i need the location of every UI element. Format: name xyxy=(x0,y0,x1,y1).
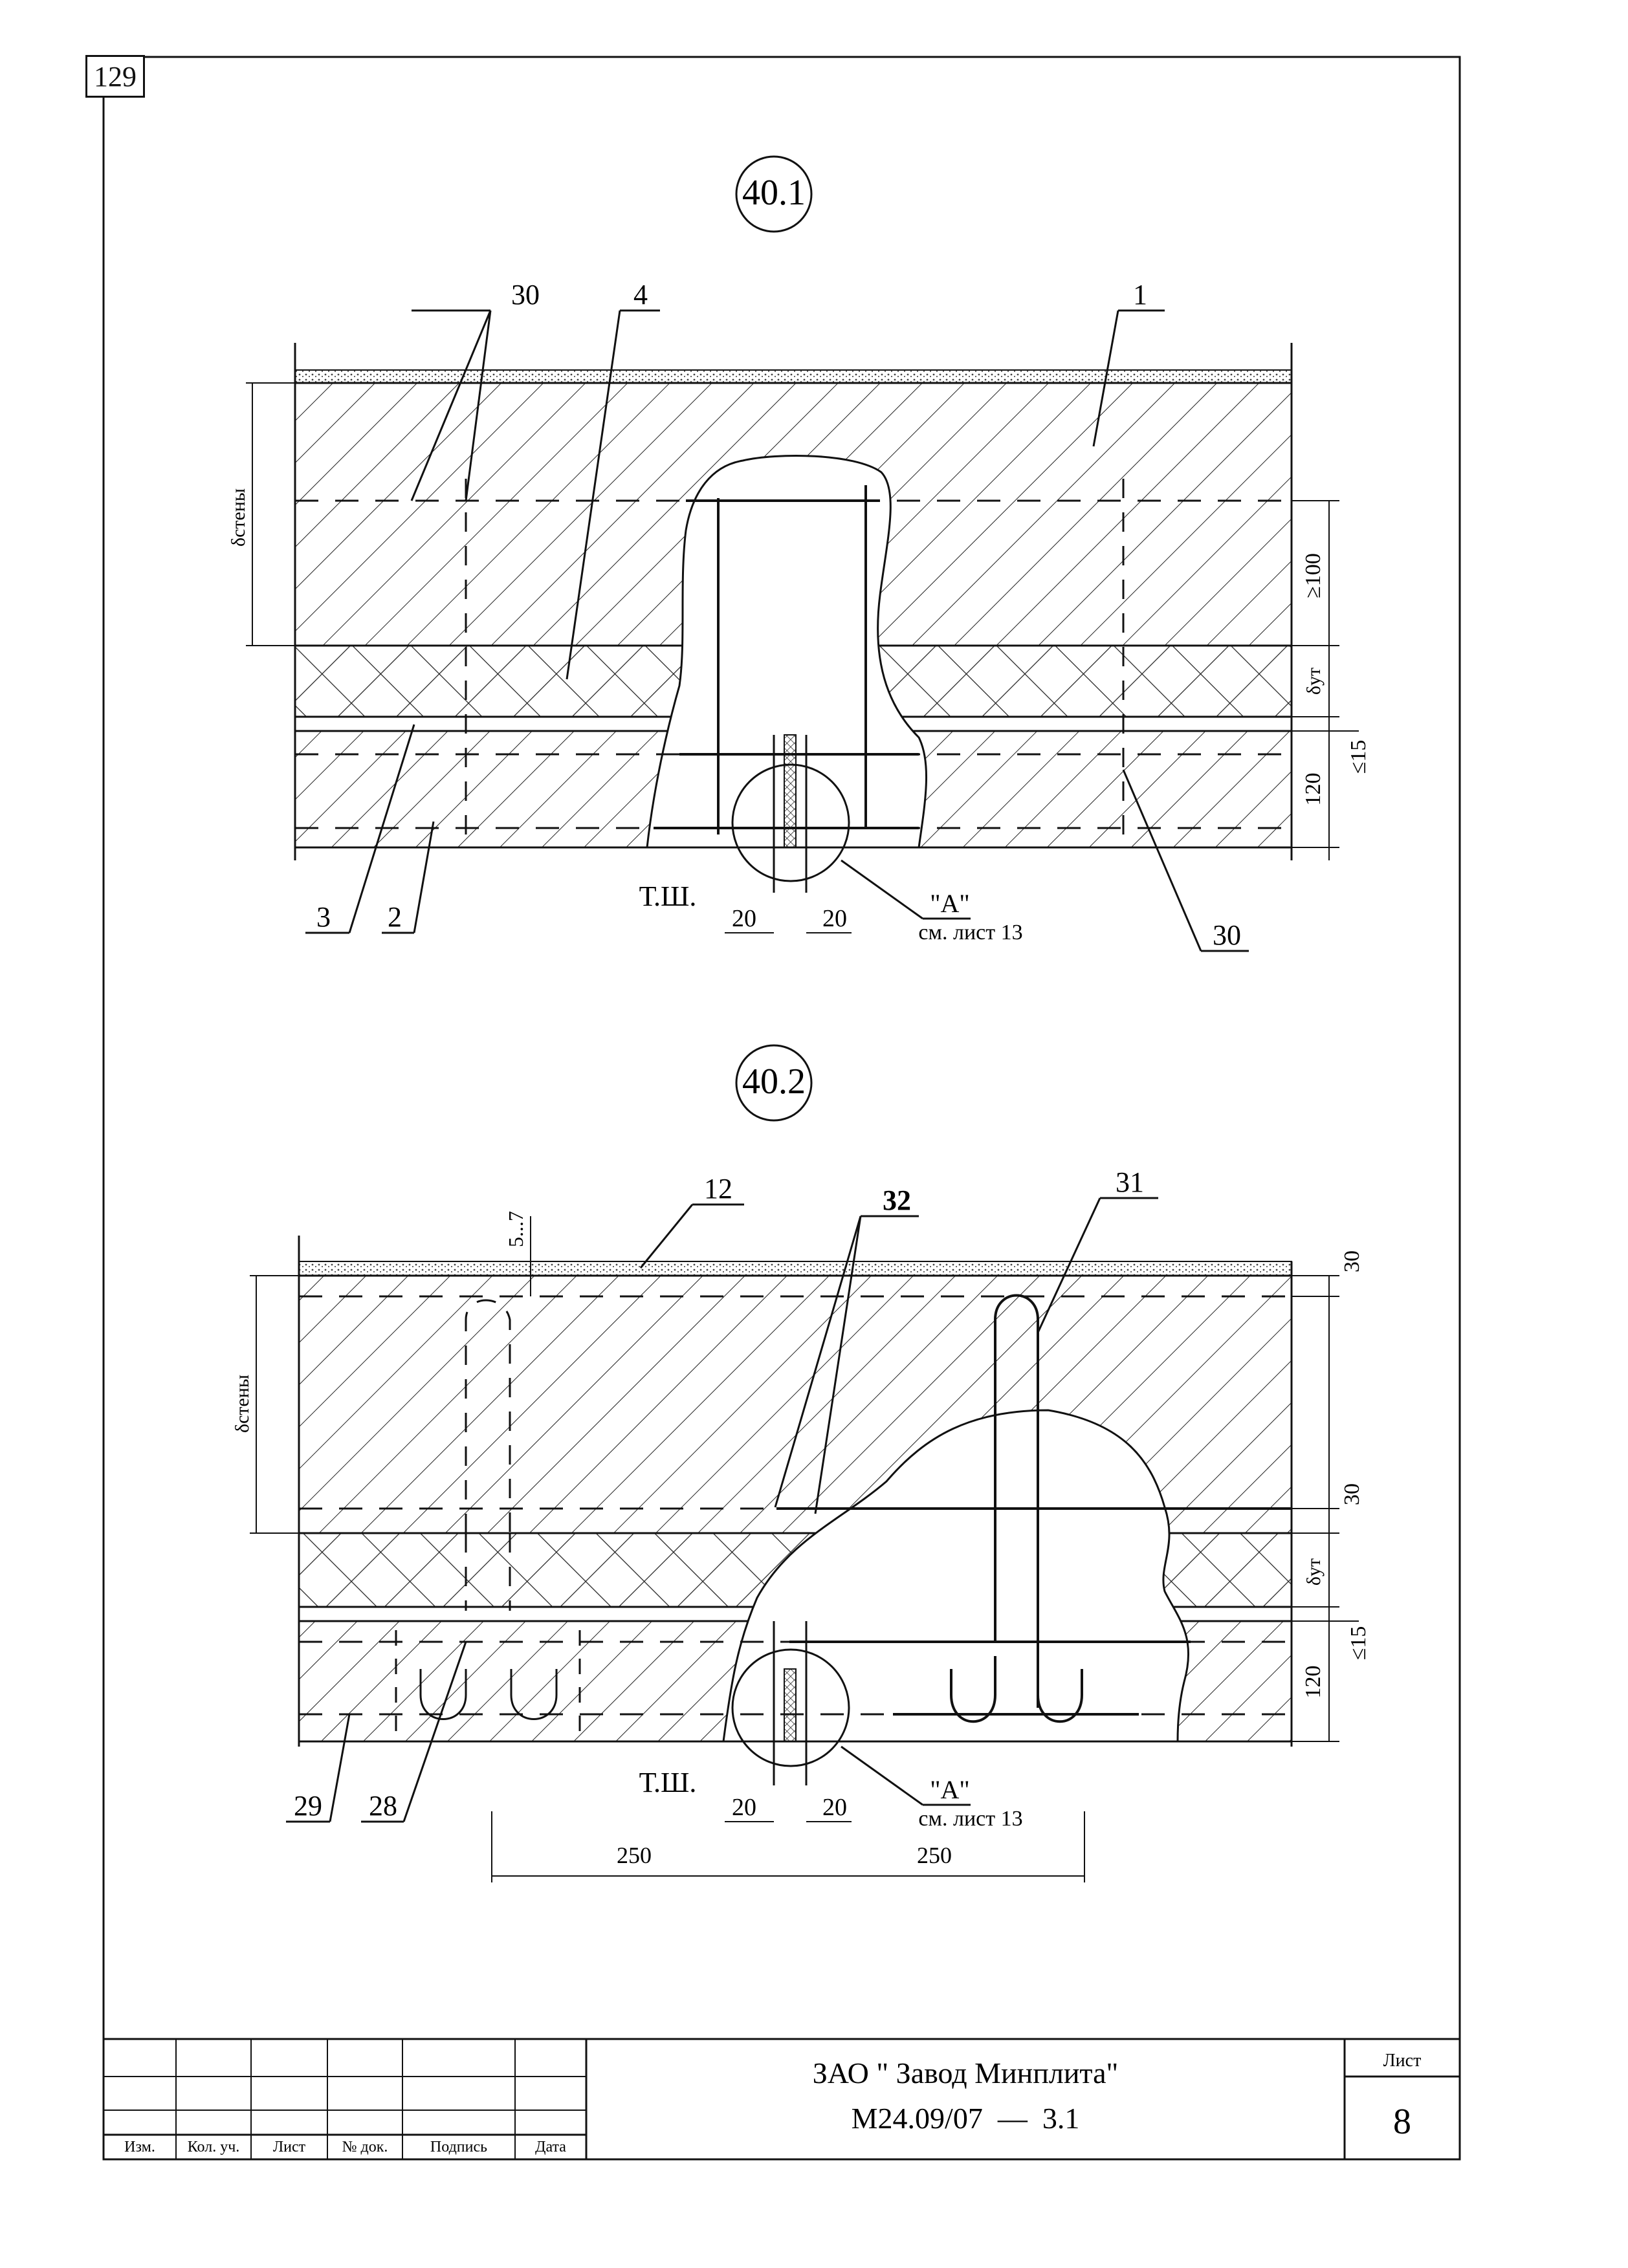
node-ref: "А" xyxy=(930,889,970,918)
col-kol-uch: Кол. уч. xyxy=(188,2139,240,2155)
node-ref: "А" xyxy=(930,1775,970,1804)
detail-40-1: 40.1 xyxy=(228,155,1370,952)
document-code: М24.09/07 — 3.1 xyxy=(852,2102,1080,2135)
detail-marker-label: 40.2 xyxy=(742,1062,806,1102)
dim-span-left: 250 xyxy=(617,1842,652,1868)
col-doc-no: № док. xyxy=(342,2139,388,2155)
callout-1: 1 xyxy=(1133,279,1147,311)
callout-29: 29 xyxy=(294,1790,322,1822)
section-cutout xyxy=(722,1409,1190,1743)
sheet-number: 8 xyxy=(1393,2102,1411,2142)
dim-top-30: 30 xyxy=(1340,1250,1364,1272)
joint-seal xyxy=(784,1668,797,1742)
detail-40-2: 40.2 xyxy=(232,1044,1370,1882)
dim-gap-left: 20 xyxy=(732,905,756,932)
dim-wall-thickness: δстены xyxy=(228,488,249,547)
dim-mid-30: 30 xyxy=(1340,1483,1364,1505)
title-block: Изм. Кол. уч. Лист № док. Подпись Дата З… xyxy=(102,2038,1461,2161)
render-layer xyxy=(294,369,1292,384)
sheet-label: Лист xyxy=(1383,2051,1422,2071)
dim-max-15: ≤15 xyxy=(1347,740,1370,774)
callout-4: 4 xyxy=(633,279,648,311)
dim-min-100: ≥100 xyxy=(1301,553,1325,598)
col-list: Лист xyxy=(273,2139,306,2155)
node-sheet-ref: см. лист 13 xyxy=(918,1807,1022,1831)
col-izm: Изм. xyxy=(124,2139,155,2155)
dim-layer-120: 120 xyxy=(1301,773,1325,806)
node-a-circle xyxy=(731,1648,850,1767)
dim-layer-120: 120 xyxy=(1301,1666,1325,1699)
dim-gap-left: 20 xyxy=(732,1794,756,1821)
dim-insulation: δут xyxy=(1303,1558,1325,1586)
callout-2: 2 xyxy=(388,901,402,933)
dim-gap-right: 20 xyxy=(822,1794,847,1821)
render-layer xyxy=(298,1261,1292,1276)
dim-max-15: ≤15 xyxy=(1347,1626,1370,1661)
dim-wall-thickness: δстены xyxy=(232,1375,253,1433)
section-cutout xyxy=(646,455,928,849)
node-a-circle xyxy=(731,763,850,882)
dim-gap-right: 20 xyxy=(822,905,847,932)
callout-30-bottom: 30 xyxy=(1213,919,1241,951)
dim-span-right: 250 xyxy=(917,1842,952,1868)
dim-gap-5-7: 5...7 xyxy=(504,1211,527,1247)
dim-insulation: δут xyxy=(1303,668,1325,695)
callout-12: 12 xyxy=(704,1173,732,1205)
node-sheet-ref: см. лист 13 xyxy=(918,921,1022,944)
detail-marker-label: 40.1 xyxy=(742,173,806,213)
callout-3: 3 xyxy=(316,901,331,933)
joint-label: Т.Ш. xyxy=(639,880,697,912)
detail-marker-circle xyxy=(735,155,813,233)
callout-30-top: 30 xyxy=(511,279,540,311)
joint-label: Т.Ш. xyxy=(639,1767,697,1798)
joint-seal xyxy=(784,734,797,848)
col-date: Дата xyxy=(535,2139,566,2155)
callout-31: 31 xyxy=(1116,1166,1144,1198)
callout-32: 32 xyxy=(883,1184,911,1216)
callout-28: 28 xyxy=(369,1790,397,1822)
page-number: 129 xyxy=(85,55,145,98)
company-name: ЗАО " Завод Минплита" xyxy=(813,2056,1119,2089)
detail-marker-circle xyxy=(735,1044,813,1122)
col-signature: Подпись xyxy=(430,2139,487,2155)
